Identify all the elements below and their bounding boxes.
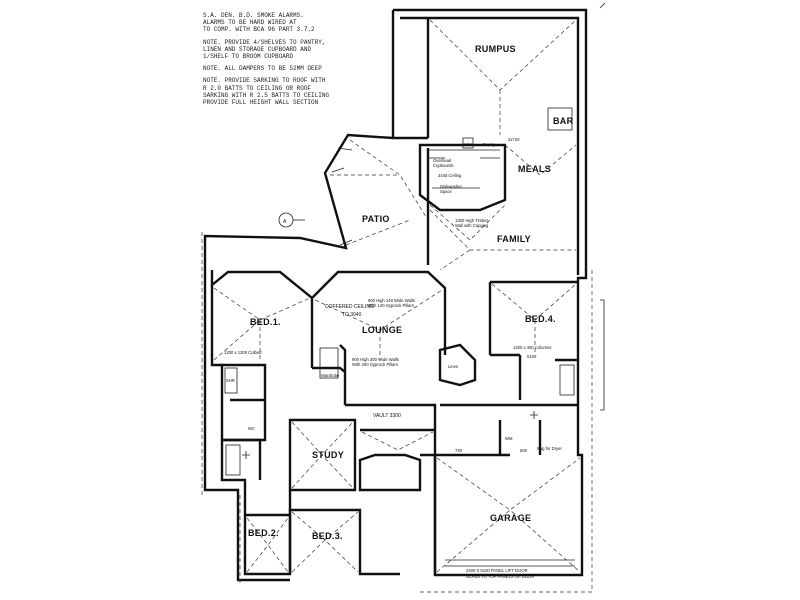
bed2-bed3-walls [245,490,292,574]
room-label-bed1: BED.1. [250,317,281,327]
family-ceiling [429,209,576,271]
room-label-meals: MEALS [518,164,551,174]
section-ref-label: A [283,219,287,225]
corner-mark [599,2,606,9]
shower-label: SHR [226,378,235,383]
wc-label: WC [248,426,255,431]
shower-tray [224,367,238,394]
bed3-ceiling [291,511,359,573]
kitchen-bench [428,149,500,189]
garage-door-note-2: GLASS TO TOP PANELS OF DOOR [466,574,534,579]
bed4-inner-walls [518,355,578,400]
bar-counter [547,107,573,131]
bed2-ceiling [246,517,289,573]
bath-walls [222,438,262,480]
garage-ceiling [436,457,581,573]
colbed-note: 1200 x 1200 Colbed [224,350,262,355]
room-label-garage: GARAGE [490,513,531,523]
lounge-top-wall [311,270,447,355]
dim-720: 720 [455,448,463,453]
coffered-height-note: TO 3040 [342,312,362,318]
dim-5100: 5100 [527,354,537,359]
patio-inner-line [331,147,353,246]
room-label-bed4: BED.4. [525,314,556,324]
note-smoke-alarms: S.A. DEN. B.D. SMOKE ALARMS. ALARMS TO B… [203,12,315,34]
dim-2x720: 2x720 [508,137,520,142]
bed4-columns-note: 1200 x 450 Columns [513,345,551,350]
eave-line-right [420,270,593,593]
room-label-lounge: LOUNGE [362,325,402,335]
right-bracket [600,299,605,411]
bed1-wall [210,270,314,368]
fixture-cross-marks [242,411,538,459]
vault-ceiling [361,431,434,451]
wardrobe-box [319,347,339,379]
garage-door-line [445,559,575,567]
hw-label: H/W [464,142,472,147]
left-outer-wall [210,285,400,576]
garage-wall [433,453,510,575]
rumpus-top-wall [400,16,580,275]
rumpus-ceiling [429,19,577,135]
linen-walls [438,343,477,387]
lounge-ceiling [314,289,443,360]
dryer-label: Bag for Dryer [537,446,563,451]
hw-box [462,137,474,149]
note-sarking: NOTE. PROVIDE SARKING TO ROOF WITH R 2.0… [203,77,330,107]
rumpus-left-wall [391,10,428,140]
room-label-family: FAMILY [497,234,531,244]
ensuite-walls [222,363,267,442]
general-notes: S.A. DEN. B.D. SMOKE ALARMS. ALARMS TO B… [203,12,383,111]
lounge-inner-walls [312,344,347,405]
eave-line-left [201,232,241,585]
hall-walls [345,403,437,455]
room-label-rumpus: RUMPUS [475,44,516,54]
bath-tub [225,444,241,476]
room-label-bar: BAR [553,116,574,126]
study-ceiling [291,421,354,489]
entry-walls [358,453,422,492]
patio-wall [203,133,394,582]
patio-ceiling [330,139,429,246]
vault-note: VAULT 3300 [373,413,401,419]
bed4-robe [559,364,575,396]
study-walls [288,418,357,492]
family-wall-right [488,280,578,357]
coffered-ceiling-note: COFFERED CEILING [325,304,374,310]
room-label-patio: PATIO [362,214,390,224]
dim-500: 500 [520,448,528,453]
laundry-walls [440,403,578,455]
ceiling-2440-label: 2440 Ceiling [438,173,462,178]
wardrobe-label: Wardrobe [321,373,340,378]
washing-machine-label: WM [505,436,513,441]
room-label-bed3: BED.3. [312,531,343,541]
kitchen-walls [418,143,507,212]
note-shelves: NOTE. PROVIDE 4/SHELVES TO PANTRY, LINEN… [203,38,326,61]
bed4-ceiling [491,283,577,355]
note-dampers: NOTE. ALL DAMPERS TO BE 52MM DEEP [203,65,322,73]
garage-door-note: 2400 X 5100 PANEL LIFT DOOR [466,568,528,573]
room-label-bed2: BED.2. [248,528,279,538]
pantry-label: Pantry [483,142,496,147]
meals-ceiling [429,144,577,241]
bed1-ceiling [213,287,311,361]
room-label-study: STUDY [312,450,344,460]
linen-label: Linen [448,364,459,369]
